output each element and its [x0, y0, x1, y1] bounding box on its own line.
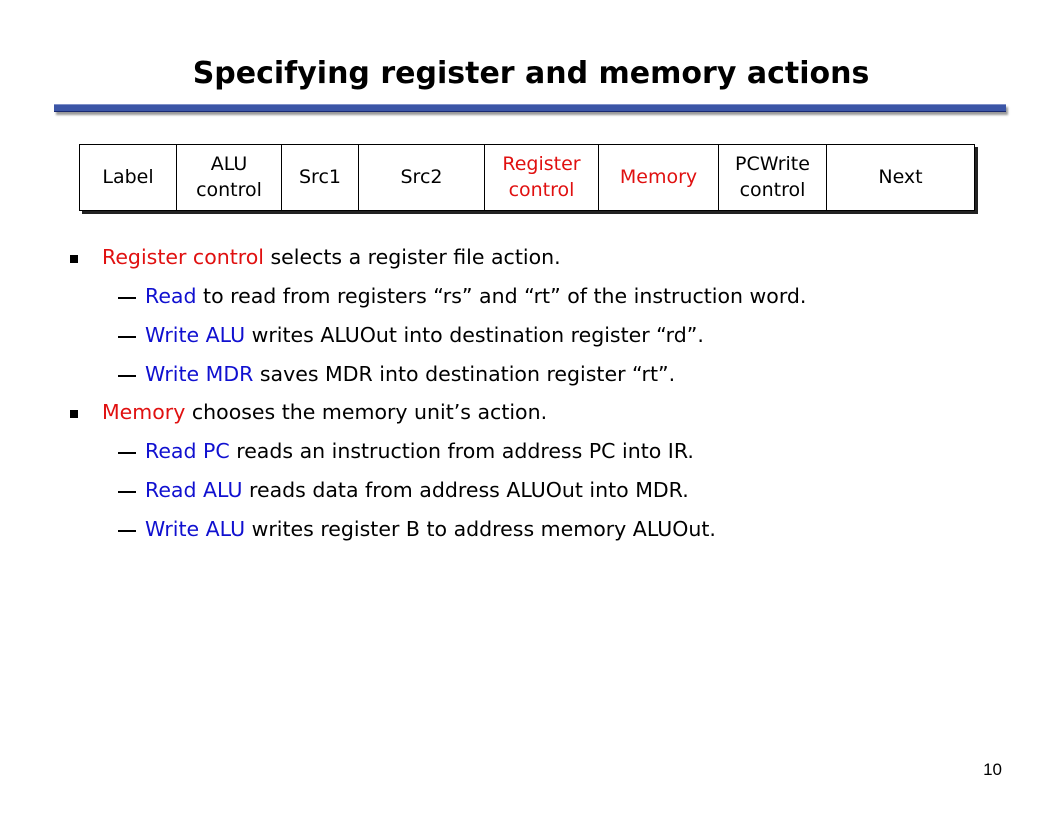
- sub-bullet-item: Write MDR saves MDR into destination reg…: [145, 362, 675, 386]
- sub-bullet-term: Write ALU: [145, 323, 246, 347]
- sub-bullet-term: Write ALU: [145, 517, 246, 541]
- dash-bullet-icon: [118, 491, 136, 493]
- column-src1: Src1: [281, 144, 359, 211]
- column-label: Label: [79, 144, 177, 211]
- dash-bullet-icon: [118, 530, 136, 532]
- column-register-control: Register control: [484, 144, 599, 211]
- sub-bullet-item: Read ALU reads data from address ALUOut …: [145, 478, 689, 502]
- table-header-row: Label ALU control Src1 Src2 Register con…: [79, 144, 975, 211]
- bullet-term: Memory: [102, 400, 186, 424]
- column-next: Next: [826, 144, 975, 211]
- sub-bullet-term: Read ALU: [145, 478, 243, 502]
- sub-bullet-term: Read: [145, 284, 197, 308]
- square-bullet-icon: [70, 255, 78, 263]
- sub-bullet-term: Write MDR: [145, 362, 254, 386]
- column-memory: Memory: [598, 144, 719, 211]
- title-underline: [54, 104, 1006, 112]
- dash-bullet-icon: [118, 336, 136, 338]
- slide-title: Specifying register and memory actions: [192, 56, 870, 91]
- control-fields-table: Label ALU control Src1 Src2 Register con…: [79, 144, 975, 211]
- dash-bullet-icon: [118, 452, 136, 454]
- sub-bullet-item: Write ALU writes ALUOut into destination…: [145, 323, 704, 347]
- sub-bullet-text: reads an instruction from address PC int…: [229, 439, 694, 463]
- bullet-item: Memory chooses the memory unit’s action.: [102, 400, 547, 424]
- square-bullet-icon: [70, 410, 78, 418]
- sub-bullet-text: saves MDR into destination register “rt”…: [253, 362, 676, 386]
- sub-bullet-text: writes register B to address memory ALUO…: [245, 517, 716, 541]
- bullet-item: Register control selects a register file…: [102, 245, 561, 269]
- bullet-term: Register control: [102, 245, 264, 269]
- page-number: 10: [983, 760, 1002, 779]
- sub-bullet-text: to read from registers “rs” and “rt” of …: [196, 284, 807, 308]
- sub-bullet-item: Read PC reads an instruction from addres…: [145, 439, 694, 463]
- sub-bullet-item: Read to read from registers “rs” and “rt…: [145, 284, 806, 308]
- dash-bullet-icon: [118, 375, 136, 377]
- bullet-text: selects a register file action.: [263, 245, 561, 269]
- column-pcwrite-control: PCWrite control: [718, 144, 827, 211]
- sub-bullet-item: Write ALU writes register B to address m…: [145, 517, 716, 541]
- bullet-text: chooses the memory unit’s action.: [185, 400, 548, 424]
- sub-bullet-text: writes ALUOut into destination register …: [245, 323, 704, 347]
- dash-bullet-icon: [118, 297, 136, 299]
- column-src2: Src2: [358, 144, 485, 211]
- sub-bullet-text: reads data from address ALUOut into MDR.: [242, 478, 689, 502]
- sub-bullet-term: Read PC: [145, 439, 230, 463]
- column-alu-control: ALU control: [176, 144, 282, 211]
